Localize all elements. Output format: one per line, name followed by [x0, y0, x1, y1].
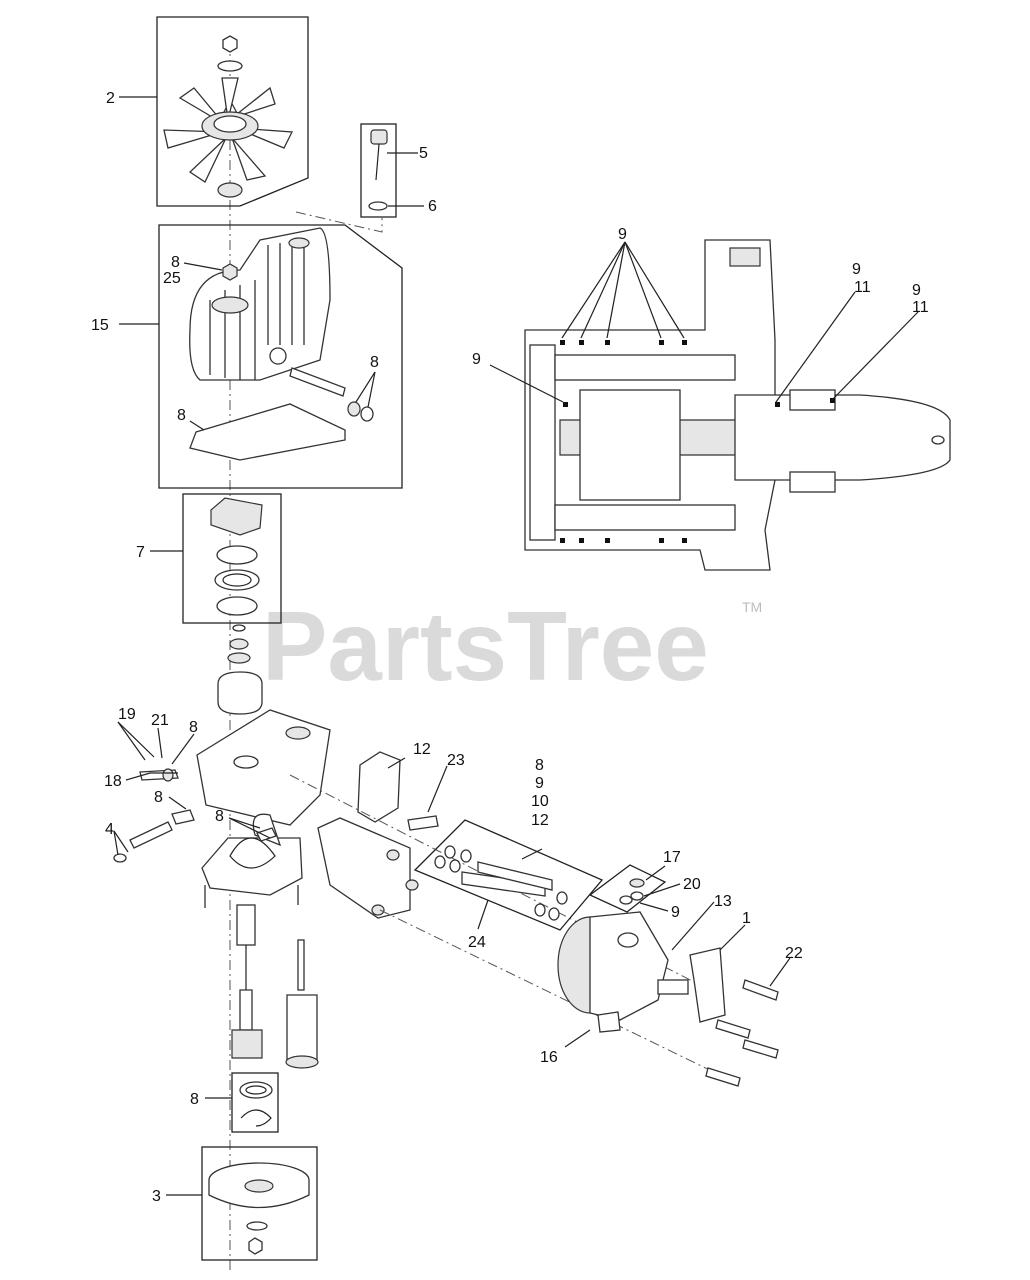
callout-8-valve: 8: [189, 719, 198, 736]
callout-8-side: 8: [154, 789, 163, 806]
callout-6: 6: [428, 198, 437, 215]
end-cap-icon: [317, 817, 411, 919]
piston-block: [217, 624, 263, 715]
callout-8-bearing: 8: [190, 1091, 199, 1108]
dipstick-oring: [368, 201, 388, 211]
input-shaft-icon: [231, 1029, 263, 1059]
bolt-2: [715, 1019, 751, 1039]
callout-8-gasket: 8: [177, 407, 186, 424]
pulley-box: [201, 1146, 318, 1261]
housing-box: [158, 224, 403, 489]
swashplate-icon: [210, 497, 263, 536]
callout-12: 12: [413, 741, 431, 758]
lower-bearing-box: [231, 1072, 279, 1133]
pulley-group: 3: [152, 1146, 318, 1261]
callout-9-top: 9: [618, 226, 627, 243]
bolts-group: 22: [705, 945, 803, 1087]
fan-bolt: [222, 35, 238, 53]
seal-kit-group: 17 20 9: [588, 849, 701, 921]
watermark-text: PartsTree: [262, 591, 709, 701]
fan-group: 2: [106, 16, 309, 207]
brake-arm-icon: [689, 947, 726, 1023]
bolt-1: [742, 979, 779, 1001]
callout-9-group: 9: [535, 775, 544, 792]
output-shaft-icon: [657, 979, 689, 995]
callout-3: 3: [152, 1188, 161, 1205]
callout-21: 21: [151, 712, 169, 729]
housing-icon: [189, 227, 331, 381]
bearing-stack-box: [182, 493, 282, 624]
callout-22: 22: [785, 945, 803, 962]
watermark-tm: TM: [742, 599, 762, 615]
callout-2: 2: [106, 90, 115, 107]
cross-section-axle: [734, 394, 951, 481]
bolt-3: [742, 1039, 779, 1059]
callout-9-right-2: 9: [912, 282, 921, 299]
charge-pump-icon: [201, 837, 303, 896]
bolt-4: [705, 1067, 741, 1087]
callout-10-group: 10: [531, 793, 549, 810]
callout-12-group: 12: [531, 812, 549, 829]
callout-24: 24: [468, 934, 486, 951]
callout-25: 25: [163, 270, 181, 287]
fan-icon: [163, 77, 294, 183]
housing-nut: [222, 263, 238, 281]
callout-9-kit: 9: [671, 904, 680, 921]
callout-13: 13: [714, 893, 732, 910]
housing-gasket: [189, 403, 346, 461]
callout-18: 18: [104, 773, 122, 790]
cylinder-block-icon: [217, 671, 263, 715]
callout-9-right-1: 9: [852, 261, 861, 278]
bypass-arm-icon: [129, 821, 173, 849]
dipstick-box: [360, 123, 397, 218]
lower-bearing-group: 8: [190, 1072, 279, 1133]
callout-15: 15: [91, 317, 109, 334]
callout-8-filter: 8: [370, 354, 379, 371]
callout-5: 5: [419, 145, 428, 162]
callout-16: 16: [540, 1049, 558, 1066]
piston-kit-group: 8 9 10 12 24: [413, 757, 604, 951]
callout-23: 23: [447, 752, 465, 769]
cross-section-seals: [560, 340, 835, 543]
callout-11-right-1: 11: [854, 279, 871, 296]
wheel-motor: 13 1 16: [540, 893, 751, 1066]
bypass-rod: [289, 367, 346, 397]
housing-group: 15 8 25 8 8: [91, 224, 403, 489]
fan-box: [156, 16, 309, 207]
callout-8-center: 8: [215, 808, 224, 825]
callout-1: 1: [742, 910, 751, 927]
callout-9-left: 9: [472, 351, 481, 368]
fan-hub: [217, 182, 243, 198]
callout-11-right-2: 11: [912, 299, 929, 316]
motor-body-icon: [589, 911, 669, 1021]
dipstick-group: 5 6: [295, 123, 437, 233]
dipstick-cap-icon: [370, 129, 388, 145]
callout-8-fan-nut: 8: [171, 254, 180, 271]
seal-kit-box: [588, 864, 667, 913]
piston-kit-box: [413, 819, 604, 931]
motor-bolt: [407, 815, 439, 831]
callout-17: 17: [663, 849, 681, 866]
mounting-bracket-icon: [357, 751, 401, 823]
callout-4: 4: [105, 821, 114, 838]
filter-cartridge-icon: [286, 994, 318, 1061]
callout-7: 7: [136, 544, 145, 561]
cross-section-view: 9 9 9 11 9 11: [472, 226, 951, 571]
callout-20: 20: [683, 876, 701, 893]
roller-bearing-icon: [239, 1081, 273, 1099]
callout-8-group: 8: [535, 757, 544, 774]
thrust-bearing-icon: [214, 569, 260, 591]
bearing-stack-group: 7: [136, 493, 282, 624]
center-section: 19 21 8 18 8 4 8: [104, 706, 331, 1069]
pulley-nut: [248, 1237, 263, 1255]
fan-washer: [217, 60, 243, 72]
callout-19: 19: [118, 706, 136, 723]
watermark: PartsTree TM: [262, 591, 762, 701]
